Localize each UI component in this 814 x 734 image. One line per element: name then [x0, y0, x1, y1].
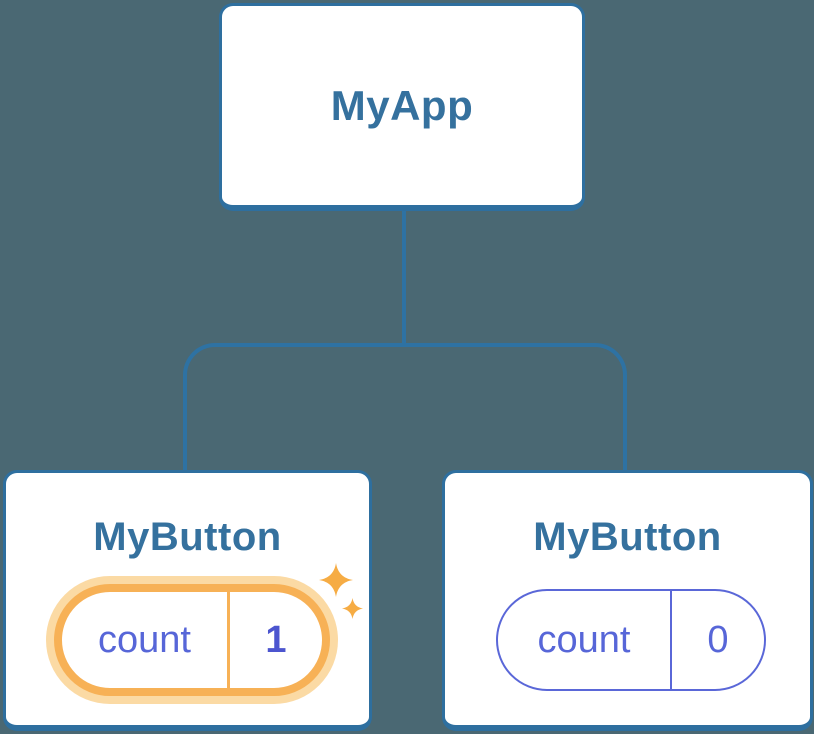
state-pill-normal: count 0: [496, 589, 766, 691]
component-label-child-right: MyButton: [533, 515, 722, 559]
component-label-child-left: MyButton: [93, 515, 282, 559]
state-value-right: 0: [707, 619, 729, 661]
component-node-child-left: MyButton count 1: [3, 470, 372, 731]
connector-root-stub: [402, 209, 406, 345]
component-node-root: MyApp: [219, 3, 585, 211]
component-node-child-right: MyButton count 0: [442, 470, 813, 731]
state-name-left: count: [98, 619, 191, 661]
sparkle-icon-small: [342, 598, 363, 619]
state-value-left: 1: [265, 619, 287, 661]
sparkle-icon-large: [319, 563, 353, 597]
connector-branch-bracket: [183, 343, 627, 472]
component-label-root: MyApp: [330, 81, 474, 129]
state-pill-highlighted: count 1: [54, 584, 330, 696]
state-name-right: count: [537, 619, 631, 661]
